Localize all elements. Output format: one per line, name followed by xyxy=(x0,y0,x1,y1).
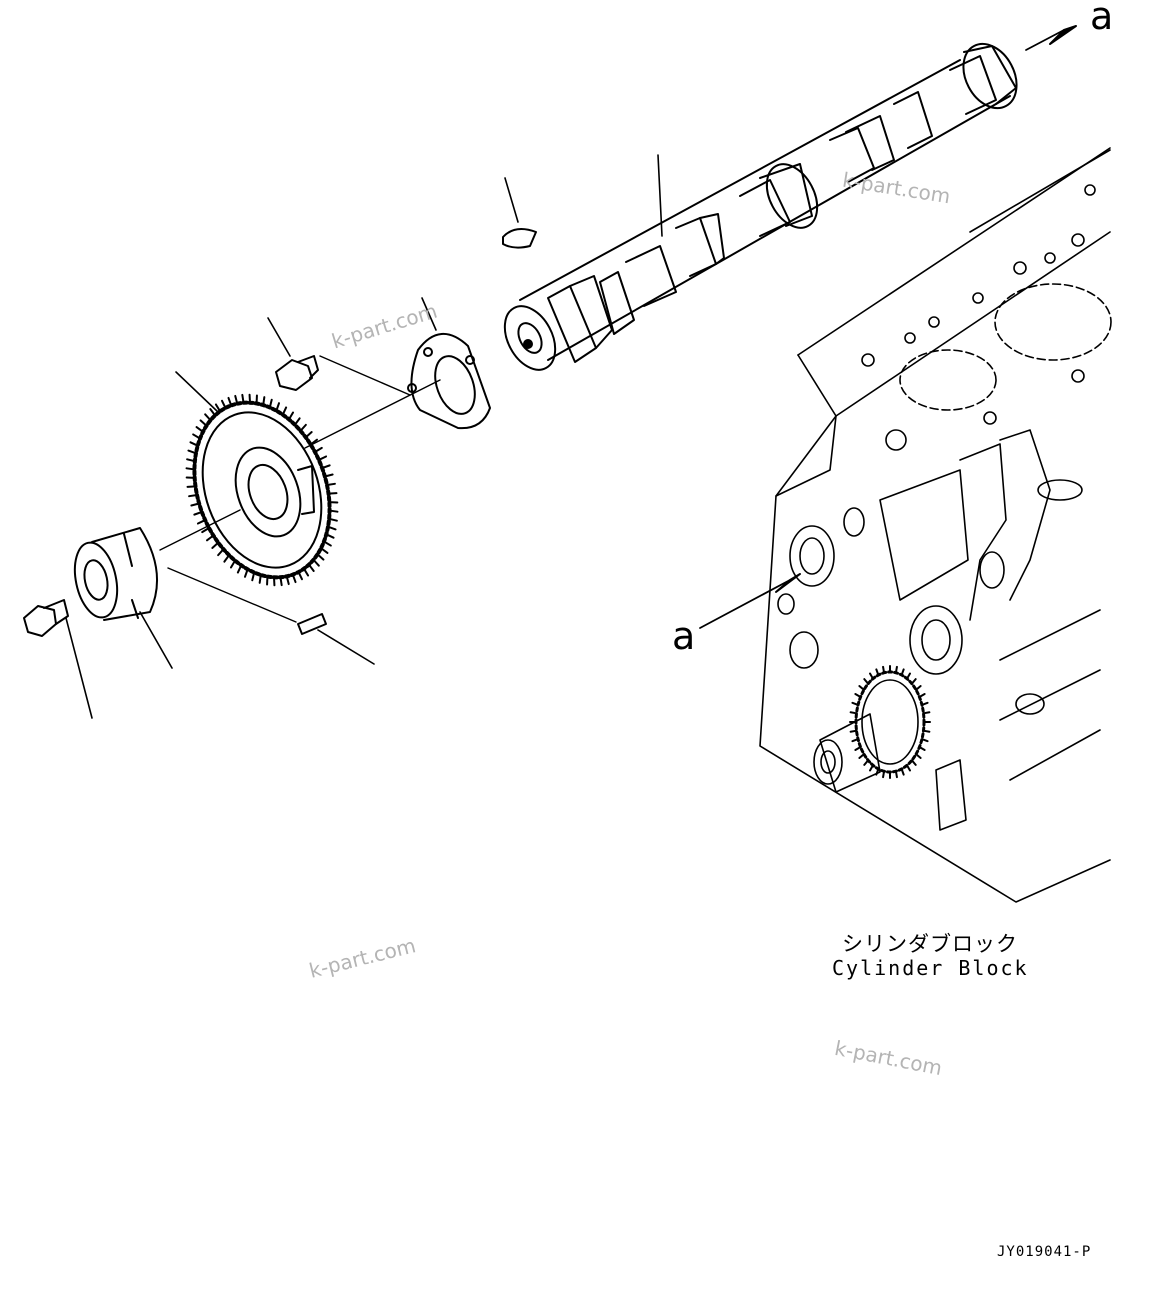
woodruff-key xyxy=(502,177,537,249)
gear-pin xyxy=(297,613,375,665)
thrust-plate xyxy=(407,297,491,430)
plate-bolt xyxy=(267,317,411,396)
view-arrow-block xyxy=(699,573,801,629)
figure-code: JY019041-P xyxy=(997,1244,1092,1260)
cam-gear-teeth xyxy=(185,393,339,587)
view-arrow-top xyxy=(1025,25,1077,51)
cylinder-block-label-jp: シリンダブロック xyxy=(842,932,1018,956)
hub-bolt xyxy=(23,599,93,719)
cylinder-block xyxy=(759,147,1112,903)
view-label-a-top: a xyxy=(1090,0,1114,38)
cylinder-block-label-en: Cylinder Block xyxy=(832,956,1029,980)
view-label-a-block: a xyxy=(672,614,696,658)
crank-gear-teeth xyxy=(849,665,931,779)
cam-gear xyxy=(175,371,441,580)
camshaft xyxy=(503,42,1018,371)
gear-hub xyxy=(73,509,297,669)
